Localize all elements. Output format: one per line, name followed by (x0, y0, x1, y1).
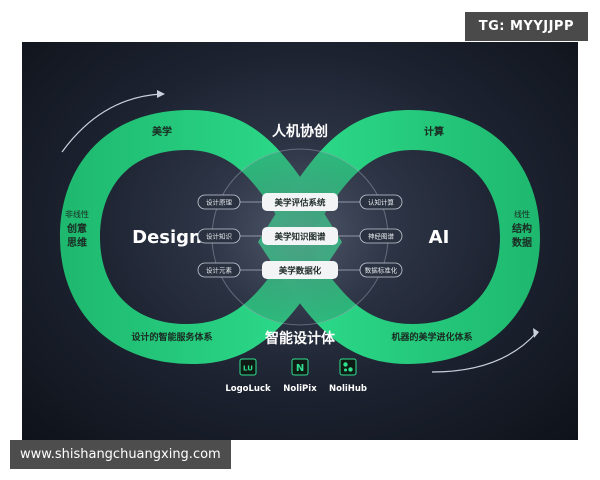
nolipix-icon: N (291, 358, 309, 376)
left-node-2: 设计知识 (197, 228, 241, 244)
connector-lines (240, 201, 360, 271)
infinity-diagram: 人机协创 智能设计体 美学 Design 非线性 创意 思维 设计的智能服务体系… (60, 90, 540, 394)
center-pill-1: 美学评估系统 (262, 193, 338, 211)
ai-label: AI (429, 227, 450, 248)
svg-text:LU: LU (243, 365, 253, 373)
right-side-bold-1: 结构 (512, 222, 532, 235)
right-side-bold-2: 数据 (512, 236, 532, 249)
watermark-tag: TG: MYYJJPP (464, 12, 588, 41)
center-pill-3: 美学数据化 (262, 261, 338, 279)
product-label-logoluck: LogoLuck (225, 384, 271, 394)
bottom-right-arc (431, 331, 538, 373)
top-title: 人机协创 (272, 123, 328, 140)
left-top-label: 美学 (152, 125, 172, 138)
right-node-1: 认知计算 (359, 194, 403, 210)
svg-text:数据标准化: 数据标准化 (365, 266, 398, 275)
left-bottom-label: 设计的智能服务体系 (131, 331, 212, 343)
svg-text:美学知识图谱: 美学知识图谱 (274, 232, 326, 243)
left-side-bold-2: 思维 (67, 236, 87, 249)
right-bottom-label: 机器的美学进化体系 (391, 331, 472, 343)
product-label-nolihub: NoliHub (329, 384, 367, 394)
nolihub-icon (339, 358, 357, 376)
right-node-3: 数据标准化 (359, 262, 403, 278)
svg-text:美学评估系统: 美学评估系统 (274, 198, 326, 209)
top-left-arrowhead (157, 90, 165, 98)
top-left-arc (61, 93, 163, 153)
design-label: Design (132, 227, 202, 248)
watermark-url: www.shishangchuangxing.com (10, 440, 231, 469)
left-node-1: 设计原理 (197, 194, 241, 210)
product-label-nolipix: NoliPix (283, 384, 317, 394)
svg-text:N: N (296, 363, 304, 374)
right-side-small: 线性 (514, 209, 530, 219)
logoluck-icon: LU (239, 358, 257, 376)
left-node-3: 设计元素 (197, 262, 241, 278)
left-side-small: 非线性 (65, 209, 89, 219)
bottom-title: 智能设计体 (264, 330, 336, 347)
bottom-right-arrowhead (533, 328, 539, 338)
svg-text:设计原理: 设计原理 (206, 198, 233, 207)
svg-text:神经图谱: 神经图谱 (368, 232, 395, 241)
svg-text:认知计算: 认知计算 (368, 198, 395, 207)
diagram-canvas: 人机协创 智能设计体 美学 Design 非线性 创意 思维 设计的智能服务体系… (22, 42, 578, 440)
right-top-label: 计算 (424, 125, 444, 138)
right-node-2: 神经图谱 (359, 228, 403, 244)
svg-text:设计知识: 设计知识 (206, 232, 233, 241)
center-pill-2: 美学知识图谱 (262, 227, 338, 245)
left-side-bold-1: 创意 (66, 222, 87, 235)
svg-text:美学数据化: 美学数据化 (279, 266, 322, 277)
svg-text:设计元素: 设计元素 (206, 266, 233, 275)
